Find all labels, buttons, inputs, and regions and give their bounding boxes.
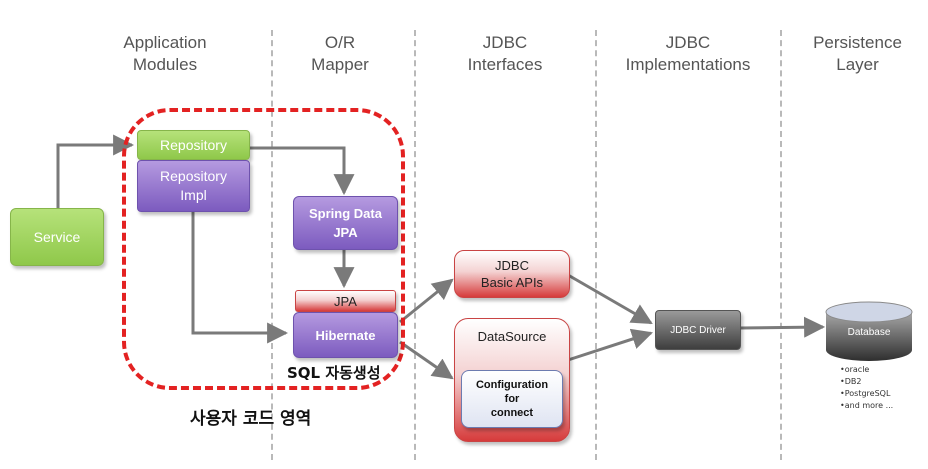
arrow-driver-to-database	[739, 316, 826, 338]
database-label-wrap: Database	[828, 320, 910, 344]
arrow-hibernate-to-jdbc-basic	[399, 278, 454, 324]
column-separator	[595, 30, 597, 460]
column-header-line: Interfaces	[467, 55, 543, 74]
repository-impl-label: Repository	[160, 168, 227, 184]
database-list: oracle DB2 PostgreSQL and more ...	[840, 364, 894, 412]
spring-data-label: Spring Data	[309, 206, 382, 221]
arrow-jdbc-basic-to-driver	[567, 273, 653, 325]
column-header-line: Mapper	[311, 55, 369, 74]
column-header-application-modules: Application Modules	[100, 32, 230, 76]
database-cylinder-icon	[825, 301, 913, 361]
datasource-label: DataSource	[477, 329, 547, 344]
repository-box: Repository	[137, 130, 250, 160]
jdbc-basic-label: Basic APIs	[480, 275, 544, 290]
column-separator	[780, 30, 782, 460]
repository-impl-box: Repository Impl	[137, 160, 250, 212]
database-item: and more ...	[840, 400, 894, 412]
database-item: PostgreSQL	[840, 388, 893, 400]
jdbc-basic-apis-box: JDBC Basic APIs	[454, 250, 570, 298]
column-header-or-mapper: O/R Mapper	[290, 32, 390, 76]
column-header-jdbc-implementations: JDBC Implementations	[608, 32, 768, 76]
service-box: Service	[10, 208, 104, 266]
jdbc-basic-label: JDBC	[495, 258, 529, 273]
configuration-label: for	[504, 393, 520, 405]
database-item: oracle	[840, 364, 893, 376]
column-header-line: Application	[123, 33, 207, 52]
column-header-line: Persistence	[813, 33, 902, 52]
repository-label: Repository	[160, 136, 227, 153]
user-code-region	[122, 108, 405, 390]
spring-data-jpa-box: Spring Data JPA	[293, 196, 398, 250]
spring-data-label: JPA	[333, 225, 358, 240]
repository-impl-label: Impl	[180, 187, 207, 203]
configuration-box: Configuration for connect	[461, 370, 563, 428]
column-separator	[271, 30, 273, 460]
service-label: Service	[33, 228, 81, 245]
column-header-line: JDBC	[482, 33, 528, 52]
arrow-repository-to-spring-data	[248, 146, 355, 196]
column-header-line: Layer	[836, 55, 879, 74]
column-header-line: O/R	[324, 33, 356, 52]
hibernate-label: Hibernate	[315, 327, 376, 343]
hibernate-box: Hibernate	[293, 312, 398, 358]
column-header-line: Implementations	[625, 55, 751, 74]
column-header-persistence-layer: Persistence Layer	[795, 32, 920, 76]
arrow-hibernate-to-datasource	[399, 340, 454, 380]
jdbc-driver-box: JDBC Driver	[655, 310, 741, 350]
configuration-label: Configuration	[475, 379, 549, 391]
jpa-label: JPA	[334, 293, 357, 309]
column-header-jdbc-interfaces: JDBC Interfaces	[445, 32, 565, 76]
sql-auto-generation-label: SQL 자동생성	[287, 364, 381, 382]
jpa-box: JPA	[295, 290, 396, 312]
column-header-line: Modules	[132, 55, 198, 74]
database-item: DB2	[840, 376, 893, 388]
configuration-label: connect	[490, 407, 534, 419]
jdbc-driver-label: JDBC Driver	[670, 324, 726, 336]
column-separator	[414, 30, 416, 460]
arrow-service-to-repository	[56, 134, 135, 208]
column-header-line: JDBC	[665, 33, 711, 52]
user-code-area-label: 사용자 코드 영역	[190, 409, 312, 429]
arrow-repository-impl-to-hibernate	[191, 210, 289, 344]
arrow-datasource-to-driver	[567, 328, 653, 362]
database-label: Database	[847, 326, 891, 338]
